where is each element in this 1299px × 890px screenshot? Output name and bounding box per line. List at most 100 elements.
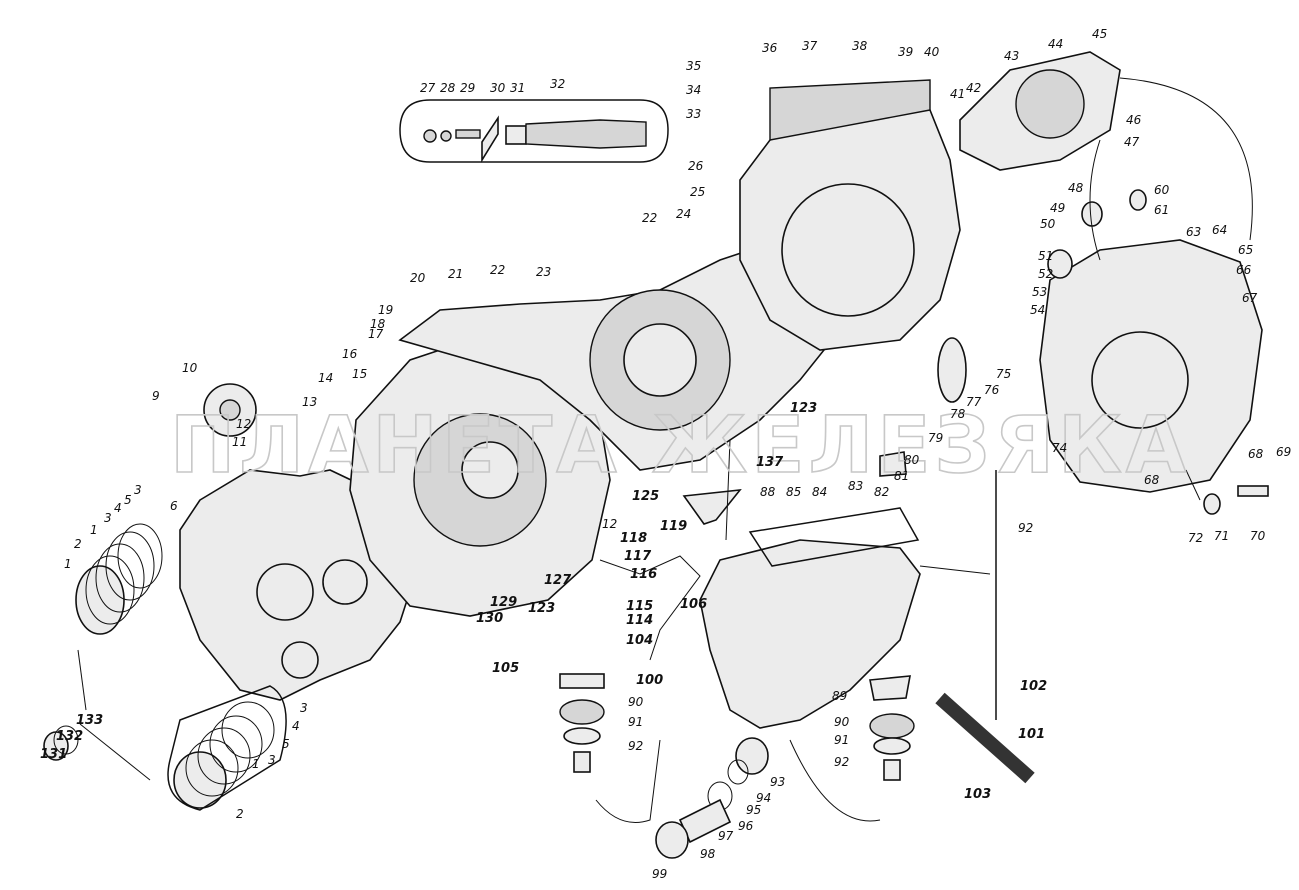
part-label: 37 xyxy=(802,39,818,53)
part-label: 3 xyxy=(104,511,112,525)
flexible-hose xyxy=(935,692,1035,784)
part-label: 90 xyxy=(834,715,850,729)
watermark-text: ПЛАНЕТА ЖЕЛЕЗЯКА xyxy=(170,401,1190,491)
part-label: 5 xyxy=(124,493,132,507)
part-label: 101 xyxy=(1018,727,1045,742)
part-label: 2 xyxy=(74,537,82,551)
part-label: 91 xyxy=(834,733,849,747)
part-label: 18 xyxy=(370,317,386,331)
part-label: 23 xyxy=(536,265,551,279)
part-label: 51 xyxy=(1038,249,1053,263)
part-label: 10 xyxy=(182,361,198,375)
part-label: 1 xyxy=(90,523,98,537)
part-label: 42 xyxy=(966,81,981,95)
part-label: 131 xyxy=(40,747,67,762)
part-label: 89 xyxy=(832,689,847,703)
breather-assembly xyxy=(599,488,742,661)
part-label: 83 xyxy=(848,479,863,493)
oil-filter-assembly-right xyxy=(869,675,915,781)
part-label: 41 xyxy=(950,87,965,101)
part-label: 63 xyxy=(1186,225,1201,239)
part-label: 85 xyxy=(786,485,801,499)
part-label: 64 xyxy=(1212,223,1227,237)
assembly-arrow-left xyxy=(77,649,87,711)
part-label: 130 xyxy=(476,611,503,626)
part-label: 88 xyxy=(760,485,776,499)
part-label: 119 xyxy=(660,519,687,534)
part-label: 117 xyxy=(624,549,652,564)
part-label: 100 xyxy=(636,673,663,688)
part-label: 92 xyxy=(1018,521,1033,535)
part-label: 44 xyxy=(1048,37,1063,51)
part-label: 39 xyxy=(898,45,913,59)
assembly-arrow-bottom xyxy=(79,723,151,781)
assembly-arc-bottom-left xyxy=(595,739,661,823)
part-label: 92 xyxy=(628,739,643,753)
part-label: 12 xyxy=(236,417,251,431)
part-label: 106 xyxy=(680,597,707,612)
clutch-disc xyxy=(623,323,697,397)
part-label: 1 xyxy=(64,557,72,571)
part-label: 25 xyxy=(690,185,705,199)
part-label: 4 xyxy=(292,719,300,733)
part-label: 11 xyxy=(232,435,247,449)
bushing-set xyxy=(43,725,79,761)
part-label: 2 xyxy=(236,807,244,821)
part-label: 95 xyxy=(746,803,761,817)
small-fittings-right xyxy=(879,189,1269,515)
part-label: 1 xyxy=(252,757,260,771)
part-label: 30 xyxy=(490,81,506,95)
part-label: 6 xyxy=(170,499,178,513)
timing-gear-hub xyxy=(219,399,241,421)
part-label: 49 xyxy=(1050,201,1065,215)
part-label: 68 xyxy=(1248,447,1264,461)
part-label: 77 xyxy=(966,395,982,409)
part-label: 26 xyxy=(688,159,704,173)
seal-rings-bottom xyxy=(167,685,287,811)
part-label: 103 xyxy=(964,787,991,802)
part-label: 19 xyxy=(378,303,393,317)
part-label: 48 xyxy=(1068,181,1084,195)
part-label: 27 xyxy=(420,81,436,95)
part-label: 105 xyxy=(492,661,519,676)
part-label: 4 xyxy=(114,501,122,515)
part-label: 72 xyxy=(1188,531,1203,545)
gearbox-bearing xyxy=(1015,69,1085,139)
part-label: 66 xyxy=(1236,263,1252,277)
rear-cover-bore xyxy=(1091,331,1189,429)
part-label: 69 xyxy=(1276,445,1291,459)
part-label: 28 xyxy=(440,81,456,95)
pump-parts xyxy=(423,115,647,163)
part-label: 3 xyxy=(134,483,142,497)
part-label: 78 xyxy=(950,407,966,421)
part-label: 14 xyxy=(318,371,333,385)
part-label: 34 xyxy=(686,83,701,97)
part-label: 61 xyxy=(1154,203,1169,217)
sump-gasket xyxy=(748,507,920,567)
part-label: 40 xyxy=(924,45,940,59)
part-label: 3 xyxy=(300,701,308,715)
part-label: 13 xyxy=(302,395,317,409)
part-label: 60 xyxy=(1154,183,1170,197)
part-label: 132 xyxy=(56,729,83,744)
part-label: 53 xyxy=(1032,285,1047,299)
part-label: 3 xyxy=(268,753,276,767)
part-label: 71 xyxy=(1214,529,1229,543)
part-label: 24 xyxy=(676,207,691,221)
part-label: 43 xyxy=(1004,49,1019,63)
part-label: 22 xyxy=(490,263,505,277)
part-label: 75 xyxy=(996,367,1011,381)
part-label: 104 xyxy=(626,633,653,648)
part-label: 32 xyxy=(550,77,565,91)
part-label: 118 xyxy=(620,531,647,546)
part-label: 137 xyxy=(756,455,784,470)
part-label: 22 xyxy=(642,211,657,225)
crankcase-boss xyxy=(281,641,319,679)
assembly-arc-bottom-right xyxy=(789,739,881,822)
part-label: 65 xyxy=(1238,243,1253,257)
part-label: 115 xyxy=(626,599,653,614)
part-label: 129 xyxy=(490,595,517,610)
